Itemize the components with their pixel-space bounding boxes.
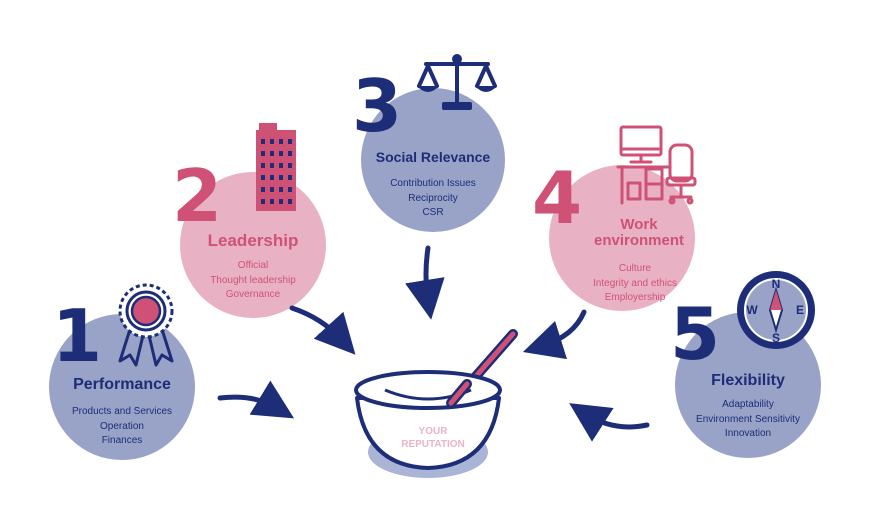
list-item: Governance (225, 289, 281, 300)
list-item: Thought leadership (210, 274, 296, 286)
center-label-line: YOUR (418, 426, 448, 437)
factor-title-work-environment: Work environment (594, 217, 684, 249)
list-item: Contribution Issues (390, 178, 476, 189)
factor-items-leadership: Official Thought leadership Governance (180, 259, 326, 303)
leadership-circle (180, 172, 326, 318)
factor-title-performance: Performance (73, 376, 171, 393)
performance-circle (49, 314, 195, 460)
factor-items-social-relevance: Contribution Issues Reciprocity CSR (361, 177, 505, 221)
balance-scale-icon (417, 54, 497, 110)
award-ribbon-icon (118, 283, 174, 367)
office-desk-icon (616, 125, 697, 205)
list-item: Finances (101, 435, 143, 446)
center-label-line: REPUTATION (401, 439, 465, 450)
mixing-bowl-icon (354, 329, 518, 478)
compass-letter-s: S (772, 331, 780, 345)
list-item: Adaptability (722, 399, 774, 410)
title-line: Work (620, 216, 658, 233)
list-item: CSR (422, 207, 444, 218)
compass-letter-n: N (772, 277, 781, 291)
arrow-from-social-relevance (405, 245, 445, 320)
arrow-from-flexibility (569, 403, 650, 442)
factor-number-1: 1 (52, 294, 103, 378)
center-label: YOUR REPUTATION (378, 425, 488, 451)
compass-icon: N S E W (737, 271, 815, 349)
factor-number-3: 3 (352, 64, 403, 148)
arrow-from-performance (217, 380, 295, 419)
factor-title-social-relevance: Social Relevance (375, 149, 491, 165)
office-building-icon (256, 123, 296, 211)
list-item: Integrity and ethics (593, 277, 677, 289)
arrow-from-leadership (289, 305, 356, 355)
social-relevance-circle (361, 88, 505, 232)
factor-title-leadership: Leadership (207, 231, 299, 250)
arrow-from-work-environment (522, 309, 587, 360)
compass-letter-w: W (746, 303, 758, 317)
list-item: Innovation (724, 428, 772, 439)
list-item: Operation (100, 420, 144, 432)
list-item: Employership (604, 292, 666, 303)
list-item: Reciprocity (408, 192, 458, 204)
factor-items-performance: Products and Services Operation Finances (49, 405, 195, 449)
factor-items-work-environment: Culture Integrity and ethics Employershi… (562, 262, 708, 306)
compass-letter-e: E (796, 303, 804, 317)
list-item: Official (237, 260, 269, 271)
list-item: Environment Sensitivity (696, 413, 800, 425)
list-item: Culture (618, 263, 652, 274)
factor-items-flexibility: Adaptability Environment Sensitivity Inn… (672, 398, 824, 442)
factor-number-5: 5 (670, 292, 721, 376)
factor-number-4: 4 (532, 156, 583, 240)
factor-title-flexibility: Flexibility (711, 372, 785, 389)
factor-number-2: 2 (172, 154, 223, 238)
list-item: Products and Services (71, 406, 173, 417)
title-line: environment (594, 231, 685, 249)
